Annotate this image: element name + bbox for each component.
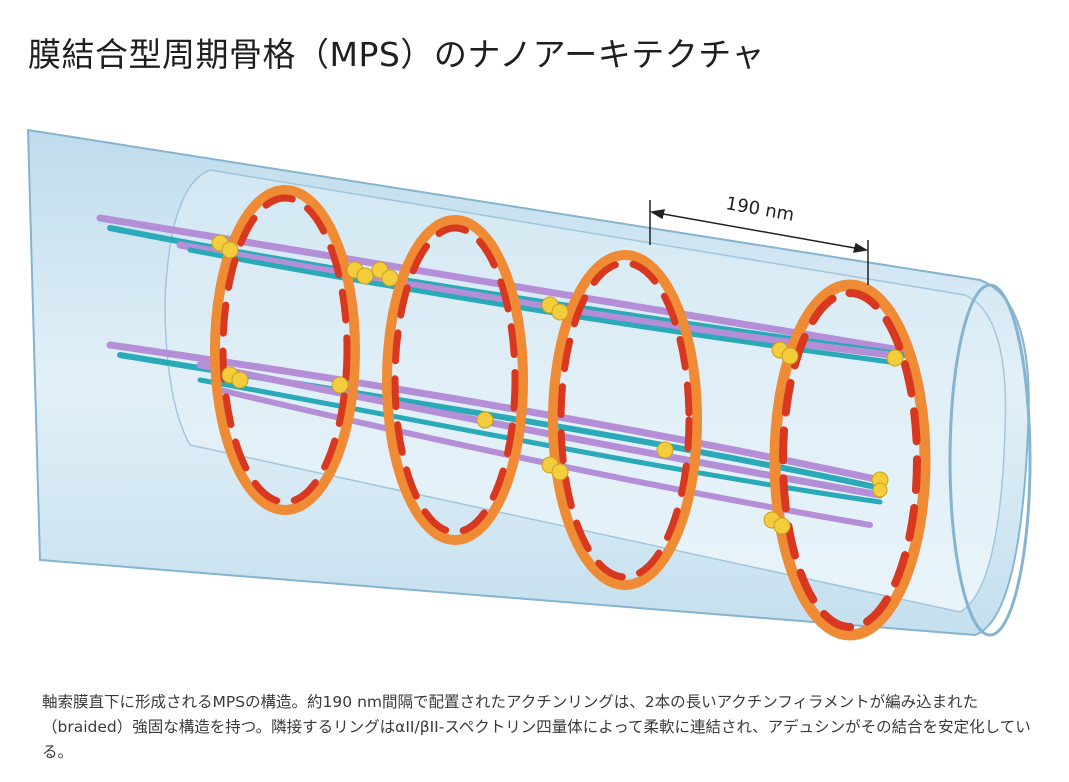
dimension-marker <box>649 200 869 285</box>
page-title: 膜結合型周期骨格（MPS）のナノアーキテクチャ <box>28 35 765 74</box>
dimension-label: 190 nm <box>724 193 796 226</box>
tube-rim <box>948 283 1032 637</box>
actin-ring-3 <box>548 250 702 590</box>
adducin-clusters <box>211 234 904 535</box>
mps-diagram: 190 nm <box>26 128 1032 641</box>
figure-caption: 軸索膜直下に形成されるMPSの構造。約190 nm間隔で配置されたアクチンリング… <box>42 693 1031 761</box>
actin-ring-4 <box>769 279 931 641</box>
actin-ring-1 <box>210 185 360 515</box>
actin-rings <box>210 185 931 641</box>
actin-ring-2 <box>382 215 528 545</box>
